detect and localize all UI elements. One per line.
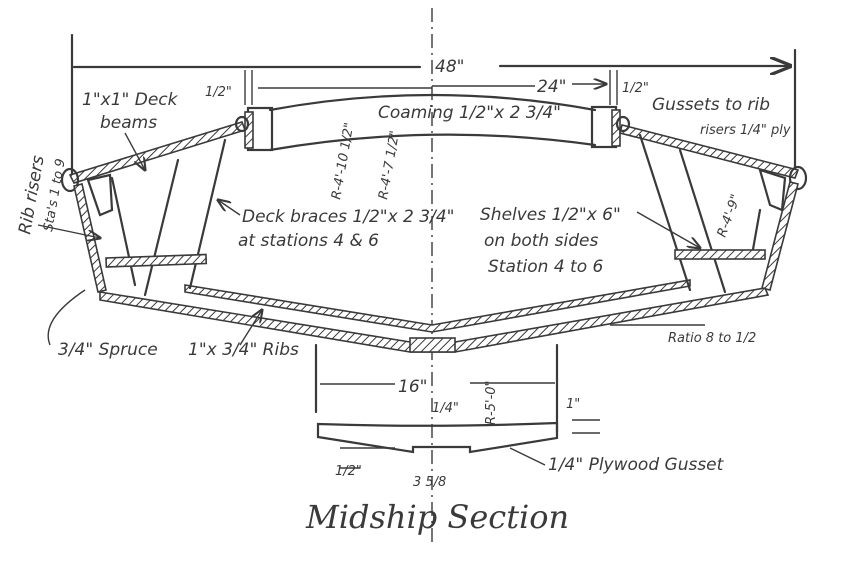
- dim-half-cockpit: 24": [537, 77, 566, 97]
- shelf-left: [105, 253, 208, 268]
- label-shelves-3: Station 4 to 6: [488, 257, 604, 277]
- dim-gusset-side-drop: 1/2": [335, 464, 362, 479]
- label-gussets-1: Gussets to rib: [652, 95, 770, 115]
- dim-overall-beam: 48": [435, 57, 464, 77]
- sheer-clamp-left: [60, 167, 80, 193]
- label-radius-coaming-outer: R-4'-10 1/2": [329, 121, 357, 200]
- label-spruce: 3/4" Spruce: [58, 340, 158, 360]
- label-ribs: 1"x 3/4" Ribs: [188, 340, 299, 360]
- label-shelves-2: on both sides: [484, 231, 598, 251]
- plywood-gusset: [316, 421, 559, 454]
- shelf-right: [674, 249, 766, 260]
- side-right: [761, 181, 799, 291]
- label-plywood-gusset: 1/4" Plywood Gusset: [548, 455, 725, 475]
- coaming-bottom: [268, 133, 597, 152]
- label-deck-braces-2: at stations 4 & 6: [238, 231, 379, 251]
- dim-coaming-offset-left: 1/2": [205, 85, 232, 100]
- gusset-left: [86, 173, 114, 217]
- dim-gusset-width: 16": [398, 377, 427, 397]
- label-coaming: Coaming 1/2"x 2 3/4": [378, 103, 561, 123]
- side-left: [73, 183, 107, 293]
- label-gussets-2: risers 1/4" ply: [700, 123, 791, 138]
- label-deck-beams-1: 1"x1" Deck: [82, 90, 179, 110]
- sheer-clamp-right: [788, 165, 808, 191]
- label-radius-deck: R-4'-9": [715, 192, 744, 239]
- dim-notch-width: 3 5/8: [413, 475, 446, 490]
- label-ratio: Ratio 8 to 1/2: [668, 331, 756, 346]
- ribs: [184, 279, 691, 333]
- label-deck-braces-1: Deck braces 1/2"x 2 3/4": [242, 207, 454, 227]
- label-shelves-1: Shelves 1/2"x 6": [480, 205, 621, 225]
- dim-gusset-depth-edge: 1": [566, 397, 580, 412]
- dim-gusset-depth-center: 1/4": [432, 401, 459, 416]
- dim-coaming-offset-right: 1/2": [622, 81, 649, 96]
- gusset-right: [758, 168, 787, 212]
- label-radius-coaming-inner: R-4'-7 1/2": [376, 130, 403, 201]
- keel: [409, 337, 456, 353]
- coaming-top: [268, 93, 597, 112]
- drawing-title: Midship Section: [305, 498, 569, 536]
- deck-brace-right: [638, 133, 692, 292]
- dim-radius-bottom: R-5'-0": [484, 380, 499, 425]
- deck-left: [68, 121, 247, 184]
- deck-brace-left: [143, 158, 180, 297]
- label-deck-beams-2: beams: [100, 113, 157, 133]
